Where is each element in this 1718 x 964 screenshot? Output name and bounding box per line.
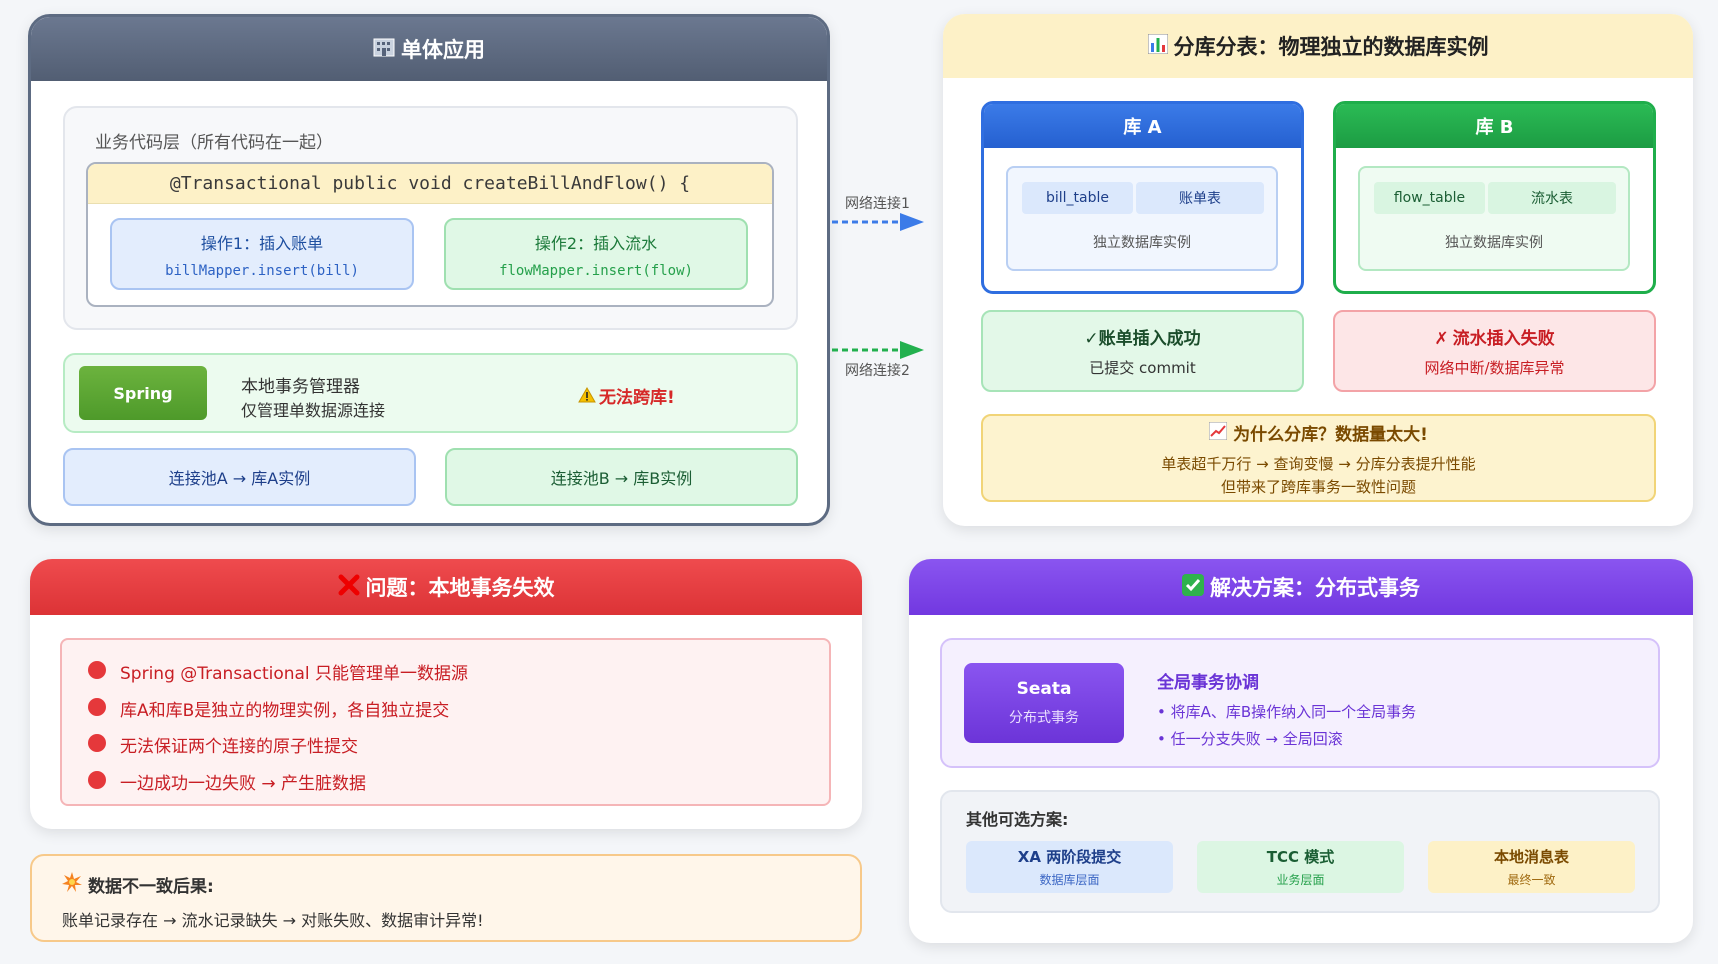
db-b-instance-box: flow_table 流水表 独立数据库实例	[1358, 166, 1630, 271]
trend-chart-icon	[1208, 421, 1228, 445]
method-signature: @Transactional public void createBillAnd…	[88, 164, 772, 204]
why-line1: 单表超千万行 → 查询变慢 → 分库分表提升性能	[1161, 454, 1476, 473]
consequence-box: 数据不一致后果: 账单记录存在 → 流水记录缺失 → 对账失败、数据审计异常!	[30, 854, 862, 942]
db-b-table-name: flow_table	[1374, 182, 1485, 214]
tx-manager-line1: 本地事务管理器	[241, 377, 360, 397]
building-icon	[373, 37, 395, 62]
db-b-title: 库 B	[1336, 104, 1653, 148]
tx-manager-line2: 仅管理单数据源连接	[241, 401, 386, 420]
op1-code: billMapper.insert(bill)	[165, 262, 359, 279]
check-mark-icon	[1182, 573, 1204, 601]
success-box: ✓账单插入成功 已提交 commit	[981, 310, 1304, 392]
bar-chart-icon	[1147, 33, 1168, 59]
warning-icon	[578, 386, 596, 408]
option-xa: XA 两阶段提交 数据库层面	[966, 841, 1173, 893]
problem-dot-4	[88, 771, 106, 789]
op1-title: 操作1：插入账单	[200, 233, 324, 253]
db-b: 库 B flow_table 流水表 独立数据库实例	[1333, 101, 1656, 294]
seata-panel: Seata 分布式事务 全局事务协调 • 将库A、库B操作纳入同一个全局事务 •…	[940, 638, 1660, 768]
op2-code: flowMapper.insert(flow)	[499, 262, 693, 279]
conn2-label: 网络连接2	[845, 363, 910, 379]
seata-sub: 分布式事务	[1009, 710, 1079, 726]
code-layer-label: 业务代码层（所有代码在一起）	[95, 133, 333, 153]
solution-title: 解决方案：分布式事务	[1210, 576, 1420, 600]
spring-badge: Spring	[79, 366, 207, 420]
consequence-text: 账单记录存在 → 流水记录缺失 → 对账失败、数据审计异常!	[62, 911, 484, 930]
consequence-title-row: 数据不一致后果:	[62, 872, 214, 897]
sharding-panel: 分库分表：物理独立的数据库实例 库 A bill_table 账单表 独立数据库…	[943, 14, 1693, 526]
success-title-row: ✓账单插入成功	[1084, 324, 1200, 349]
problem-dot-1	[88, 661, 106, 679]
why-title-row: 为什么分库？数据量太大!	[1208, 420, 1428, 445]
option-local-msg-sub: 最终一致	[1507, 873, 1556, 887]
option-local-msg: 本地消息表 最终一致	[1428, 841, 1635, 893]
conn1-label: 网络连接1	[845, 196, 910, 212]
sharding-header: 分库分表：物理独立的数据库实例	[943, 14, 1693, 78]
problem-title: 问题：本地事务失效	[365, 576, 555, 600]
option-local-msg-title: 本地消息表	[1493, 848, 1569, 866]
conn1-arrow	[832, 213, 924, 231]
solution-panel: 解决方案：分布式事务 Seata 分布式事务 全局事务协调 • 将库A、库B操作…	[909, 559, 1693, 943]
db-b-table-desc: 流水表	[1488, 182, 1616, 214]
seata-badge: Seata 分布式事务	[964, 663, 1124, 743]
method-block: @Transactional public void createBillAnd…	[86, 162, 774, 307]
sharding-title: 分库分表：物理独立的数据库实例	[1173, 35, 1489, 59]
problem-dot-3	[88, 734, 106, 752]
problem-item-1: Spring @Transactional 只能管理单一数据源	[120, 664, 469, 684]
op1-box: 操作1：插入账单 billMapper.insert(bill)	[110, 218, 414, 290]
option-xa-sub: 数据库层面	[1039, 873, 1100, 887]
consequence-title: 数据不一致后果:	[88, 877, 214, 897]
db-a: 库 A bill_table 账单表 独立数据库实例	[981, 101, 1304, 294]
cross-mark-icon	[338, 574, 360, 601]
collision-icon	[62, 872, 82, 897]
problem-list: Spring @Transactional 只能管理单一数据源 库A和库B是独立…	[60, 638, 831, 806]
no-cross-db-warning: 无法跨库!	[578, 383, 675, 408]
fail-title-row: ✗流水插入失败	[1434, 324, 1554, 349]
solution-header: 解决方案：分布式事务	[909, 559, 1693, 615]
option-tcc-title: TCC 模式	[1266, 848, 1335, 866]
monolith-header: 单体应用	[31, 17, 827, 81]
monolith-title: 单体应用	[401, 38, 485, 62]
db-a-instance-box: bill_table 账单表 独立数据库实例	[1006, 166, 1278, 271]
check-icon: ✓	[1084, 329, 1099, 349]
db-a-instance: 独立数据库实例	[1093, 235, 1191, 251]
seata-title: Seata	[1016, 679, 1072, 699]
coord-title: 全局事务协调	[1157, 673, 1259, 693]
option-tcc: TCC 模式 业务层面	[1197, 841, 1404, 893]
problem-panel: 问题：本地事务失效 Spring @Transactional 只能管理单一数据…	[30, 559, 862, 829]
coord-line1: • 将库A、库B操作纳入同一个全局事务	[1157, 703, 1417, 721]
problem-item-4: 一边成功一边失败 → 产生脏数据	[120, 774, 367, 794]
pool-a: 连接池A → 库A实例	[63, 448, 416, 506]
tx-manager-row: Spring 本地事务管理器 仅管理单数据源连接 无法跨库!	[63, 353, 798, 433]
db-a-table-desc: 账单表	[1136, 182, 1264, 214]
code-layer: 业务代码层（所有代码在一起） @Transactional public voi…	[63, 106, 798, 330]
success-title: 账单插入成功	[1098, 329, 1201, 349]
fail-icon: ✗	[1434, 329, 1449, 349]
op2-title: 操作2：插入流水	[534, 233, 658, 253]
problem-header: 问题：本地事务失效	[30, 559, 862, 615]
conn2-arrow	[832, 341, 924, 359]
db-a-table-name: bill_table	[1022, 182, 1133, 214]
problem-item-2: 库A和库B是独立的物理实例，各自独立提交	[120, 701, 450, 721]
problem-item-3: 无法保证两个连接的原子性提交	[120, 737, 358, 757]
success-sub: 已提交 commit	[1089, 359, 1196, 377]
monolith-panel: 单体应用 业务代码层（所有代码在一起） @Transactional publi…	[28, 14, 830, 526]
others-label: 其他可选方案:	[966, 810, 1069, 829]
option-xa-title: XA 两阶段提交	[1017, 848, 1122, 866]
db-a-title: 库 A	[984, 104, 1301, 148]
no-cross-db-text: 无法跨库!	[599, 388, 675, 408]
why-box: 为什么分库？数据量太大! 单表超千万行 → 查询变慢 → 分库分表提升性能 但带…	[981, 414, 1656, 502]
other-options: 其他可选方案: XA 两阶段提交 数据库层面 TCC 模式 业务层面 本地消息表…	[940, 790, 1660, 913]
why-line2: 但带来了跨库事务一致性问题	[1220, 477, 1416, 496]
op2-box: 操作2：插入流水 flowMapper.insert(flow)	[444, 218, 748, 290]
db-b-instance: 独立数据库实例	[1445, 235, 1543, 251]
fail-title: 流水插入失败	[1452, 329, 1555, 349]
problem-dot-2	[88, 698, 106, 716]
option-tcc-sub: 业务层面	[1276, 873, 1325, 887]
fail-sub: 网络中断/数据库异常	[1424, 359, 1565, 377]
pool-b: 连接池B → 库B实例	[445, 448, 798, 506]
coord-line2: • 任一分支失败 → 全局回滚	[1157, 730, 1343, 748]
fail-box: ✗流水插入失败 网络中断/数据库异常	[1333, 310, 1656, 392]
why-title: 为什么分库？数据量太大!	[1233, 424, 1428, 445]
